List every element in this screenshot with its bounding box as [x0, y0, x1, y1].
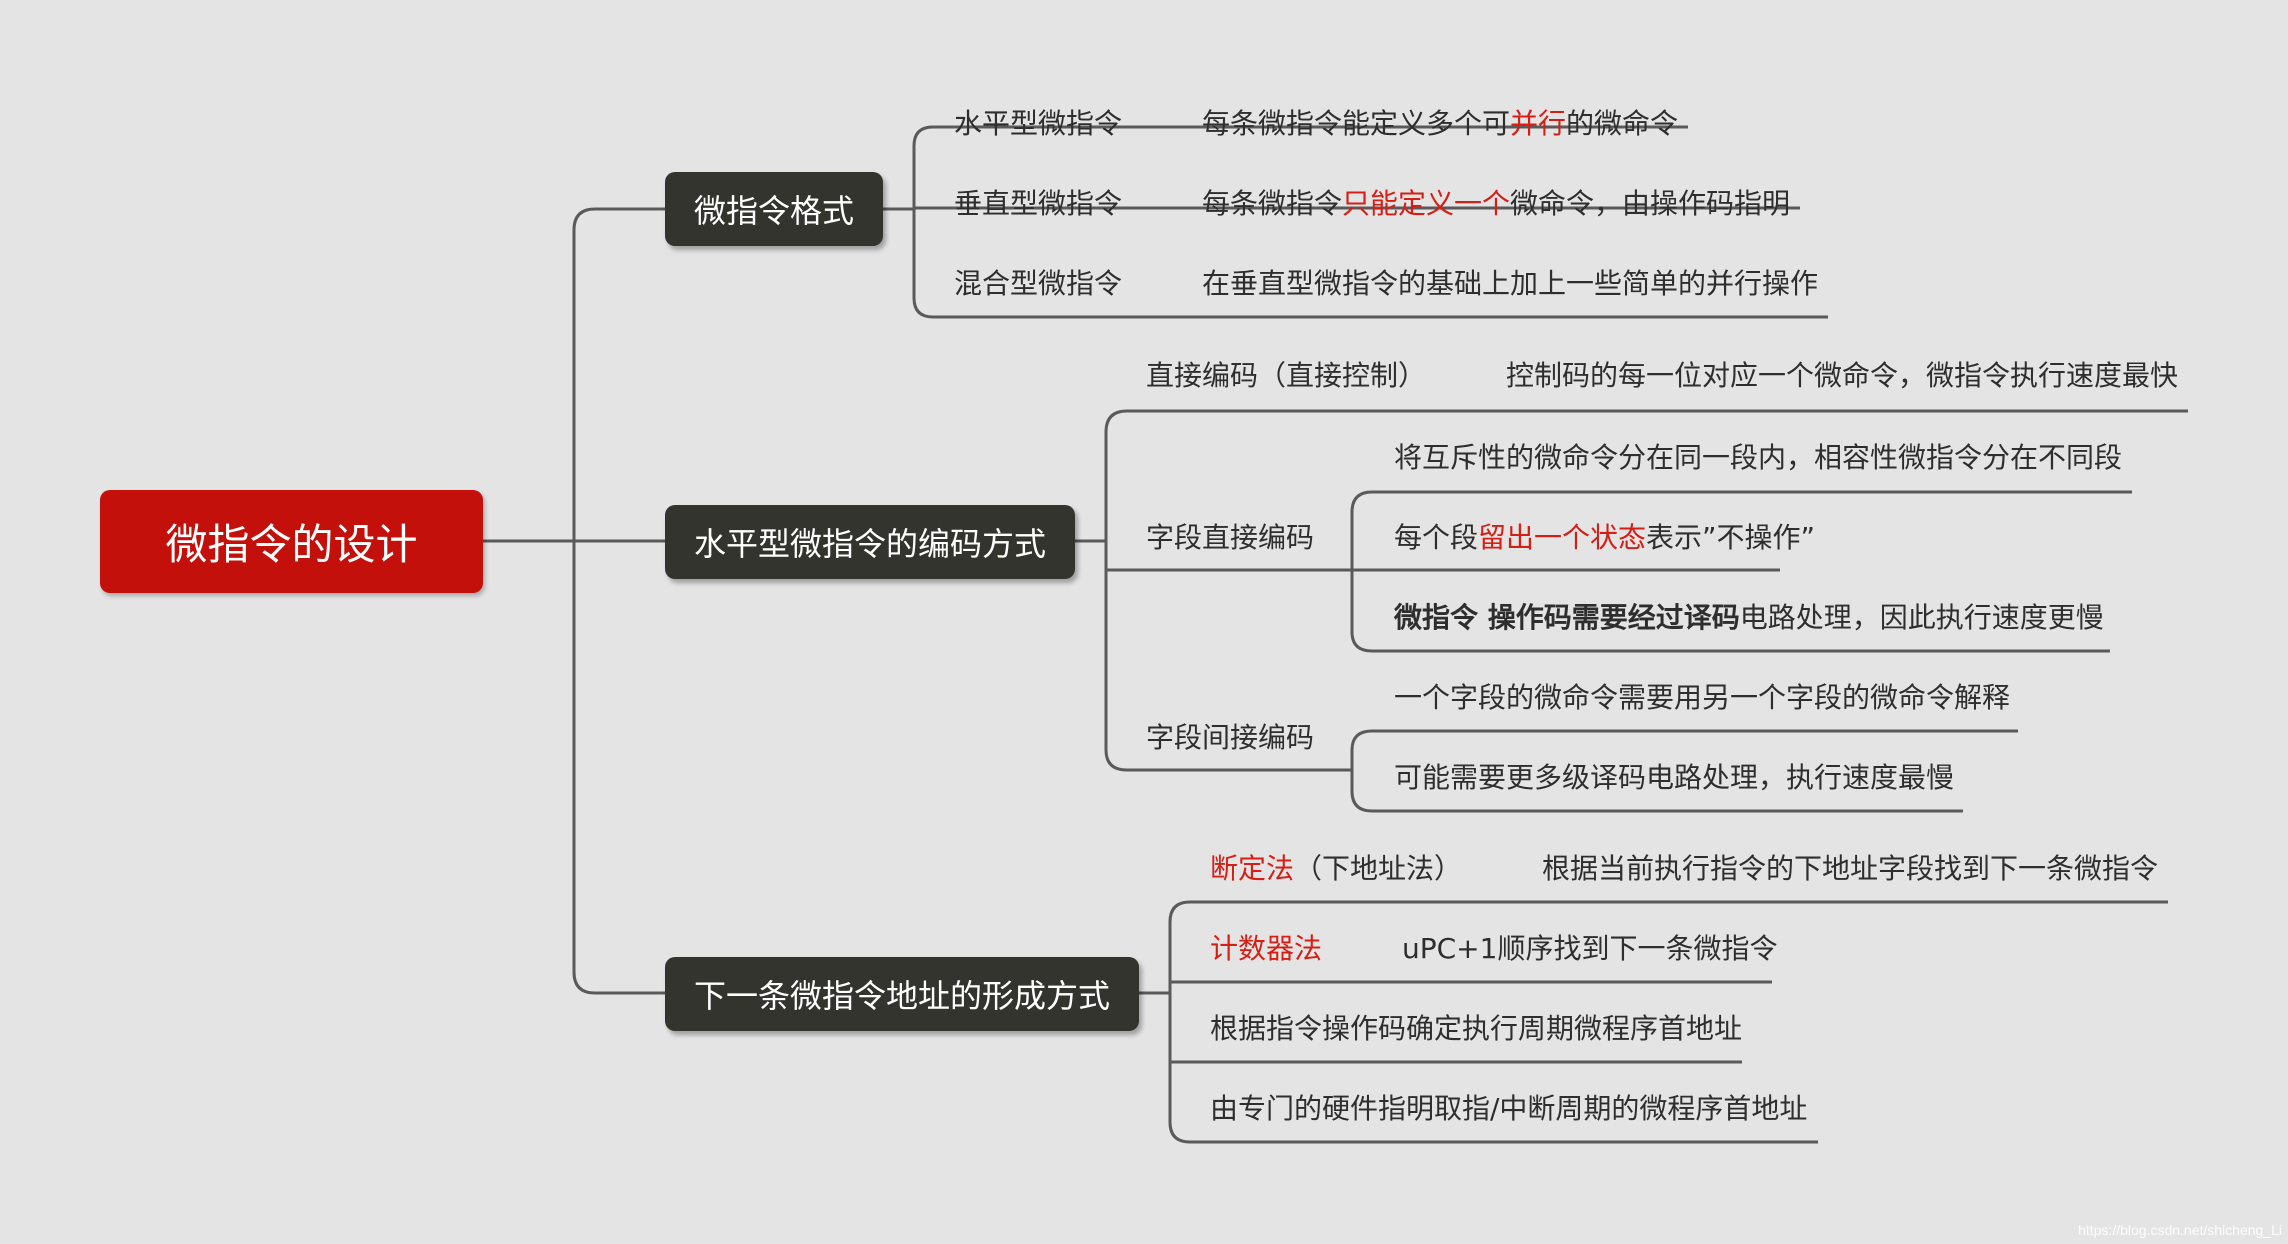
assertion-method-label: 断定法（下地址法） — [1210, 852, 1462, 886]
connector-line — [912, 209, 1828, 319]
text-run: 每条微指令能定义多个可 — [1202, 107, 1511, 140]
opcode-address-item: 根据指令操作码确定执行周期微程序首地址 — [1210, 1012, 1742, 1046]
assertion-method-desc: 根据当前执行指令的下地址字段找到下一条微指令 — [1542, 852, 2158, 886]
branch-microinstruction-format: 微指令格式 — [665, 172, 883, 246]
text-run: 可能需要更多级译码电路处理，执行速度最慢 — [1394, 761, 1955, 794]
format-horizontal-desc: 每条微指令能定义多个可并行的微命令 — [1202, 107, 1678, 141]
field-indirect-label: 字段间接编码 — [1146, 721, 1315, 754]
text-run: 留出一个状态 — [1478, 521, 1647, 554]
connector-line — [572, 207, 665, 541]
branch-next-address: 下一条微指令地址的形成方式 — [665, 957, 1139, 1031]
text-run: uPC+1顺序找到下一条微指令 — [1402, 932, 1778, 965]
text-run: 每条微指令 — [1202, 187, 1343, 220]
text-run: 并行 — [1510, 107, 1567, 140]
connector-line — [1350, 490, 2132, 570]
text-run: 一个字段的微命令需要用另一个字段的微命令解释 — [1394, 681, 2011, 714]
text-run: 的微命令 — [1566, 107, 1679, 140]
text-run: 只能定义一个 — [1342, 187, 1511, 220]
field-direct-item: 微指令 操作码需要经过译码电路处理，因此执行速度更慢 — [1394, 601, 2104, 635]
connector-line — [1104, 409, 2188, 541]
format-vertical-desc: 每条微指令只能定义一个微命令，由操作码指明 — [1202, 187, 1790, 221]
text-run: 微命令，由操作码指明 — [1510, 187, 1791, 220]
field-direct-item: 将互斥性的微命令分在同一段内，相容性微指令分在不同段 — [1394, 441, 2122, 475]
counter-method-label: 计数器法 — [1210, 932, 1322, 966]
direct-encoding-label: 直接编码（直接控制） — [1146, 359, 1427, 392]
branch-horizontal-encoding: 水平型微指令的编码方式 — [665, 505, 1075, 579]
connector-line — [1350, 570, 2110, 653]
text-run: （下地址法） — [1294, 852, 1463, 885]
field-indirect-item: 一个字段的微命令需要用另一个字段的微命令解释 — [1394, 681, 2010, 715]
text-run: 断定法 — [1210, 852, 1295, 885]
text-run: 在垂直型微指令的基础上加上一些简单的并行操作 — [1202, 267, 1819, 300]
text-run: 计数器法 — [1210, 932, 1323, 965]
connector-line — [1350, 729, 2018, 770]
root-topic: 微指令的设计 — [100, 490, 483, 593]
text-run: 微指令 操作码需要经过译码 — [1394, 601, 1740, 634]
format-vertical-label: 垂直型微指令 — [954, 187, 1123, 220]
watermark: https://blog.csdn.net/shicheng_Li — [2078, 1222, 2282, 1238]
connector-line — [1350, 770, 1963, 813]
text-run: 每个段 — [1394, 521, 1479, 554]
text-run: 根据指令操作码确定执行周期微程序首地址 — [1210, 1012, 1743, 1045]
text-run: 将互斥性的微命令分在同一段内，相容性微指令分在不同段 — [1394, 441, 2123, 474]
text-run: 表示”不操作” — [1646, 521, 1816, 554]
text-run: 控制码的每一位对应一个微命令，微指令执行速度最快 — [1506, 359, 2179, 392]
connector-line — [912, 125, 1688, 209]
hardware-address-item: 由专门的硬件指明取指/中断周期的微程序首地址 — [1210, 1092, 1807, 1126]
field-direct-item: 每个段留出一个状态表示”不操作” — [1394, 521, 1815, 555]
format-horizontal-label: 水平型微指令 — [954, 107, 1123, 140]
format-mixed-desc: 在垂直型微指令的基础上加上一些简单的并行操作 — [1202, 267, 1818, 301]
format-mixed-label: 混合型微指令 — [954, 267, 1123, 300]
direct-encoding-desc: 控制码的每一位对应一个微命令，微指令执行速度最快 — [1506, 359, 2178, 393]
text-run: 电路处理，因此执行速度更慢 — [1739, 601, 2104, 634]
connector-line — [1104, 541, 1352, 772]
field-direct-label: 字段直接编码 — [1146, 521, 1315, 554]
connector-line — [1168, 900, 2168, 993]
connector-line — [572, 541, 665, 995]
counter-method-desc: uPC+1顺序找到下一条微指令 — [1402, 932, 1777, 966]
text-run: 由专门的硬件指明取指/中断周期的微程序首地址 — [1210, 1092, 1808, 1125]
connector-line — [1168, 993, 1818, 1144]
text-run: 根据当前执行指令的下地址字段找到下一条微指令 — [1542, 852, 2159, 885]
field-indirect-item: 可能需要更多级译码电路处理，执行速度最慢 — [1394, 761, 1954, 795]
